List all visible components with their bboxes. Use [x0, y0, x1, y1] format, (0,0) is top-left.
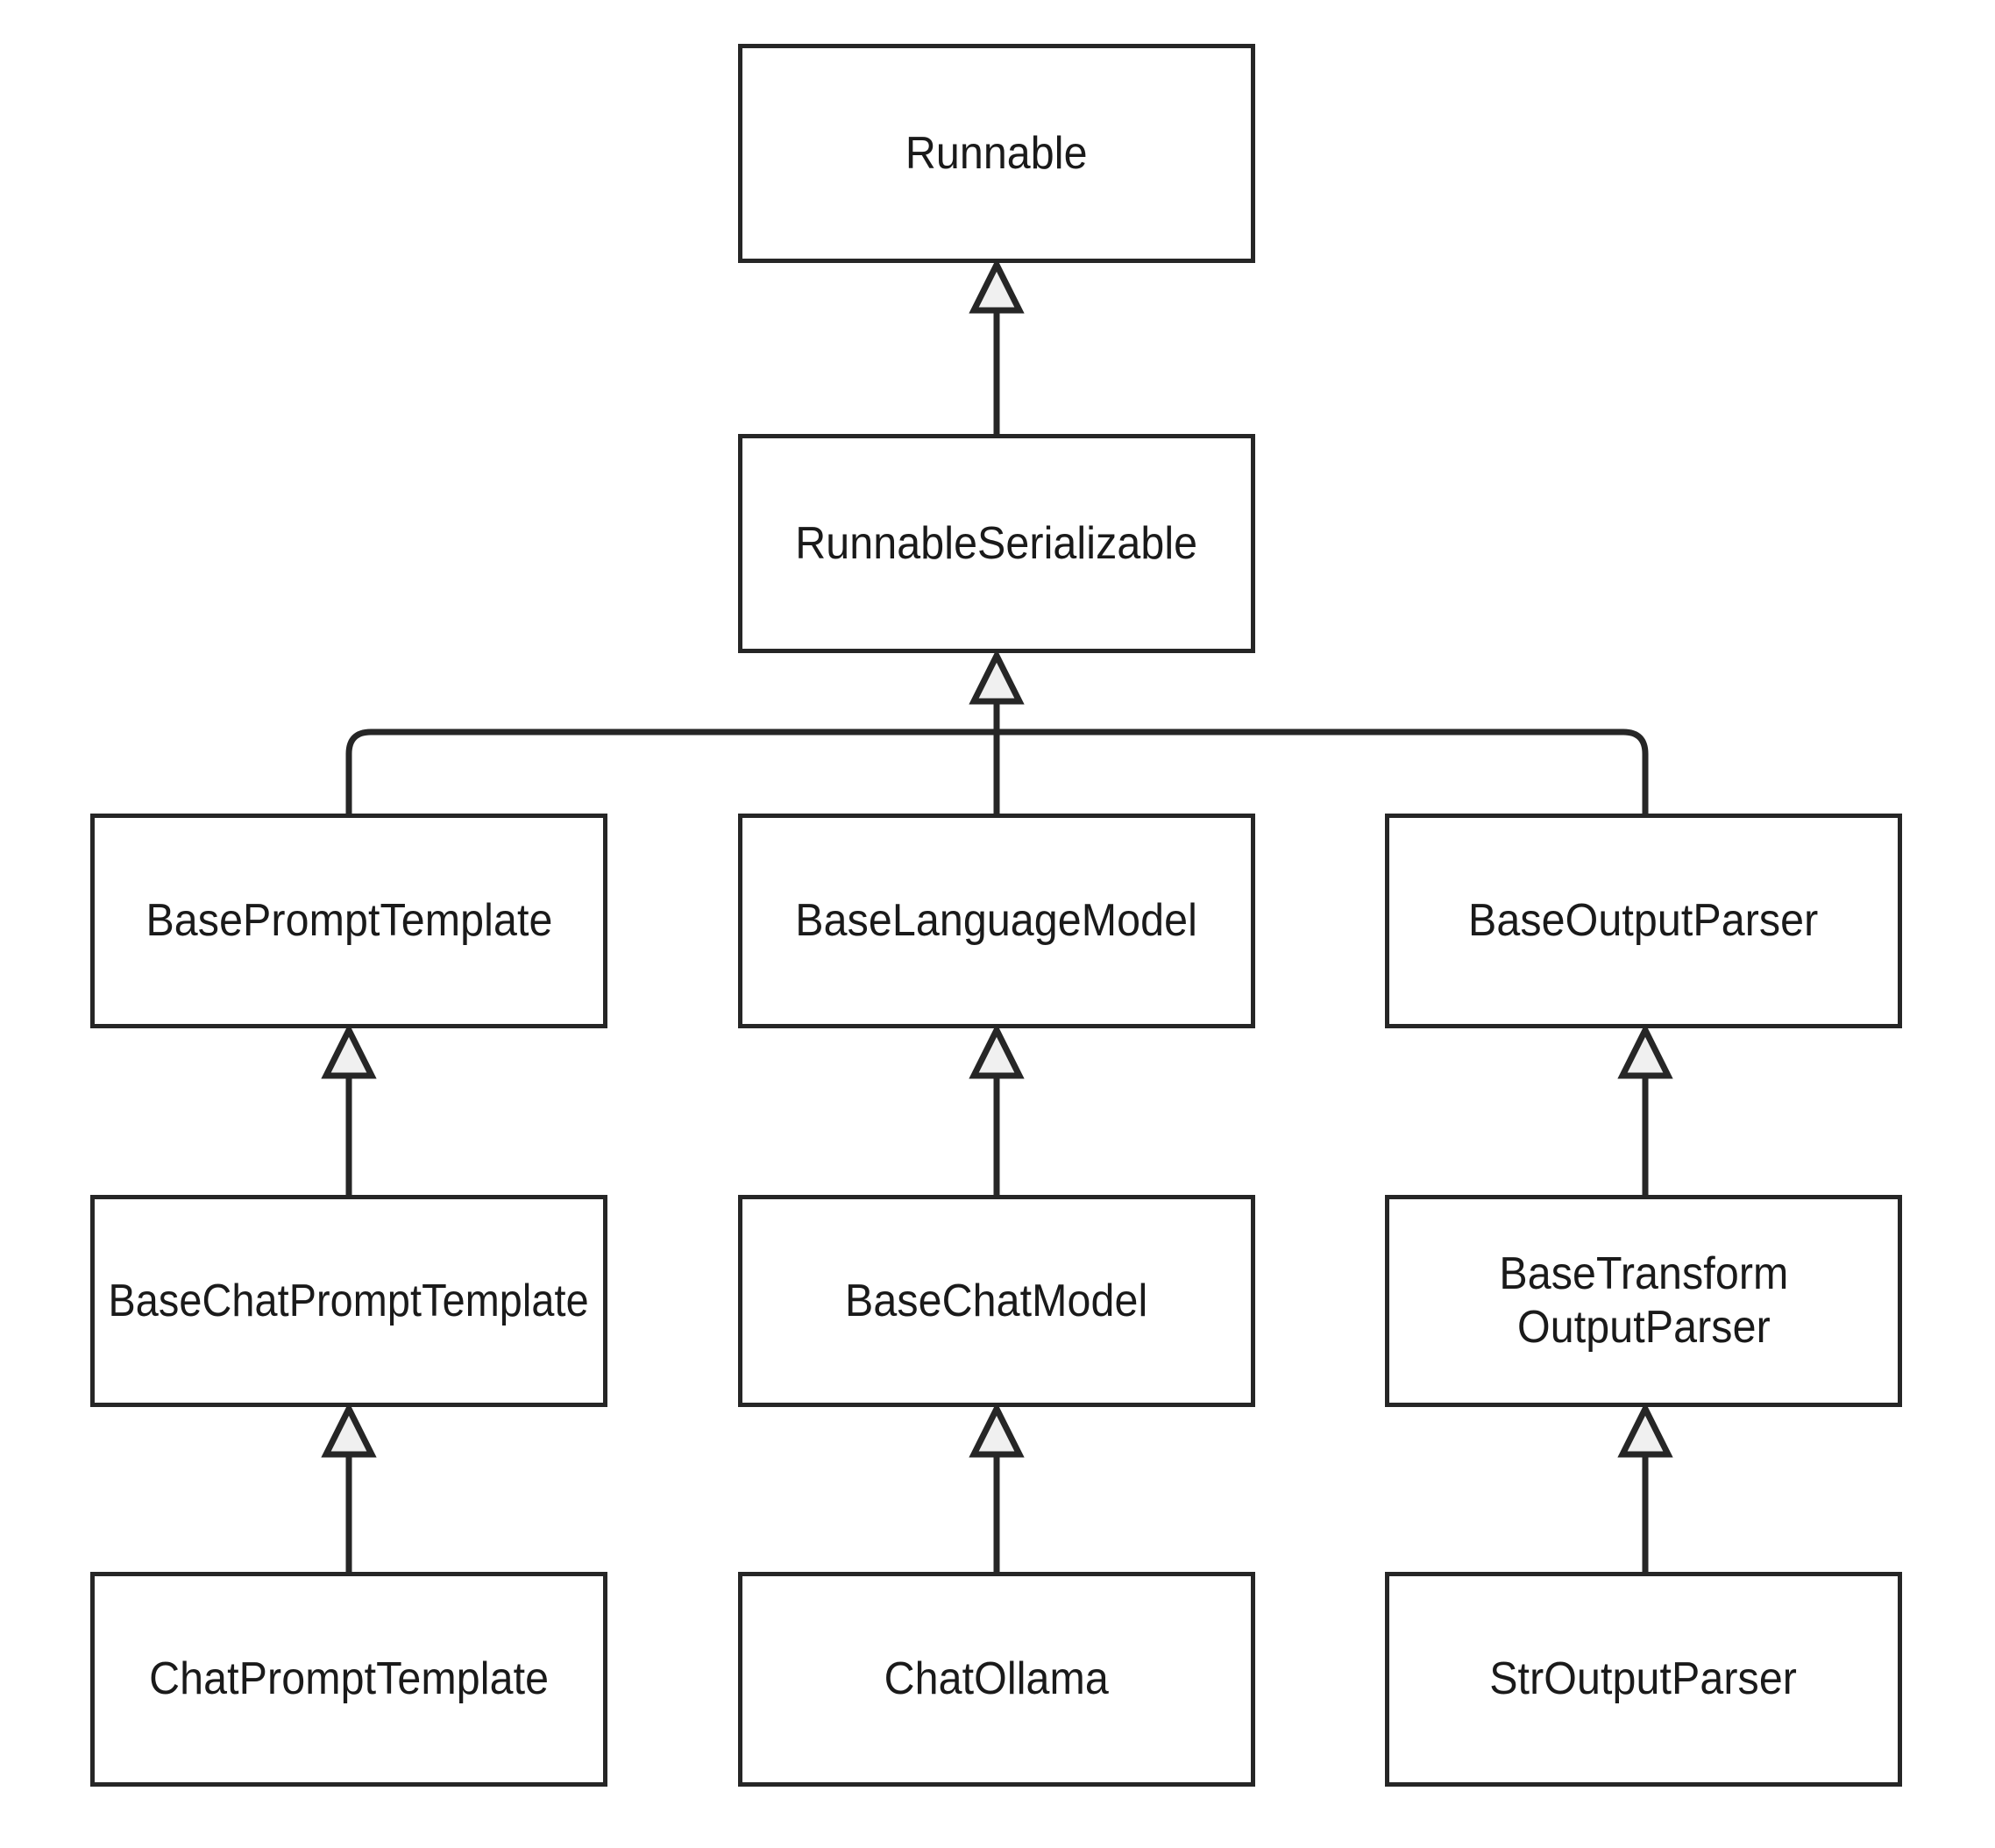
class-label-basepromptemplate: BasePromptTemplate — [145, 895, 553, 947]
arrowhead-icon — [326, 1030, 372, 1076]
class-box-basepromptemplate[interactable]: BasePromptTemplate — [90, 814, 607, 1028]
class-box-baseoutputparser[interactable]: BaseOutputParser — [1385, 814, 1902, 1028]
class-label-baseoutputparser: BaseOutputParser — [1468, 895, 1819, 947]
edge-branch-bus-to-runnableserial — [345, 729, 1649, 814]
class-box-runnableserializable[interactable]: RunnableSerializable — [738, 434, 1255, 653]
class-label-runnableserializable: RunnableSerializable — [795, 517, 1198, 569]
class-box-basechatpromptemplate[interactable]: BaseChatPromptTemplate — [90, 1195, 607, 1407]
arrowhead-icon — [974, 1030, 1019, 1076]
class-label-basetransformoutputparser: BaseTransform OutputParser — [1498, 1248, 1788, 1353]
class-box-chatollama[interactable]: ChatOllama — [738, 1572, 1255, 1787]
class-label-basechatpromptemplate: BaseChatPromptTemplate — [108, 1275, 590, 1326]
arrowhead-icon — [974, 656, 1019, 701]
class-box-baselanguagemodel[interactable]: BaseLanguageModel — [738, 814, 1255, 1028]
class-label-baselanguagemodel: BaseLanguageModel — [795, 895, 1198, 947]
class-label-basechatmodel: BaseChatModel — [845, 1275, 1148, 1326]
arrowhead-icon — [1622, 1030, 1668, 1076]
class-label-chatollama: ChatOllama — [884, 1653, 1110, 1705]
class-box-chatpromptemplate[interactable]: ChatPromptTemplate — [90, 1572, 607, 1787]
arrowhead-icon — [974, 1409, 1019, 1454]
class-label-stroutputparser: StrOutputParser — [1489, 1653, 1798, 1705]
arrowhead-icon — [1622, 1409, 1668, 1454]
class-box-basechatmodel[interactable]: BaseChatModel — [738, 1195, 1255, 1407]
class-box-stroutputparser[interactable]: StrOutputParser — [1385, 1572, 1902, 1787]
arrowhead-icon — [326, 1409, 372, 1454]
class-box-basetransformoutputparser[interactable]: BaseTransform OutputParser — [1385, 1195, 1902, 1407]
arrowhead-icon — [974, 265, 1019, 310]
class-label-runnable: Runnable — [905, 127, 1088, 179]
class-box-runnable[interactable]: Runnable — [738, 44, 1255, 263]
class-label-chatpromptemplate: ChatPromptTemplate — [149, 1653, 549, 1705]
